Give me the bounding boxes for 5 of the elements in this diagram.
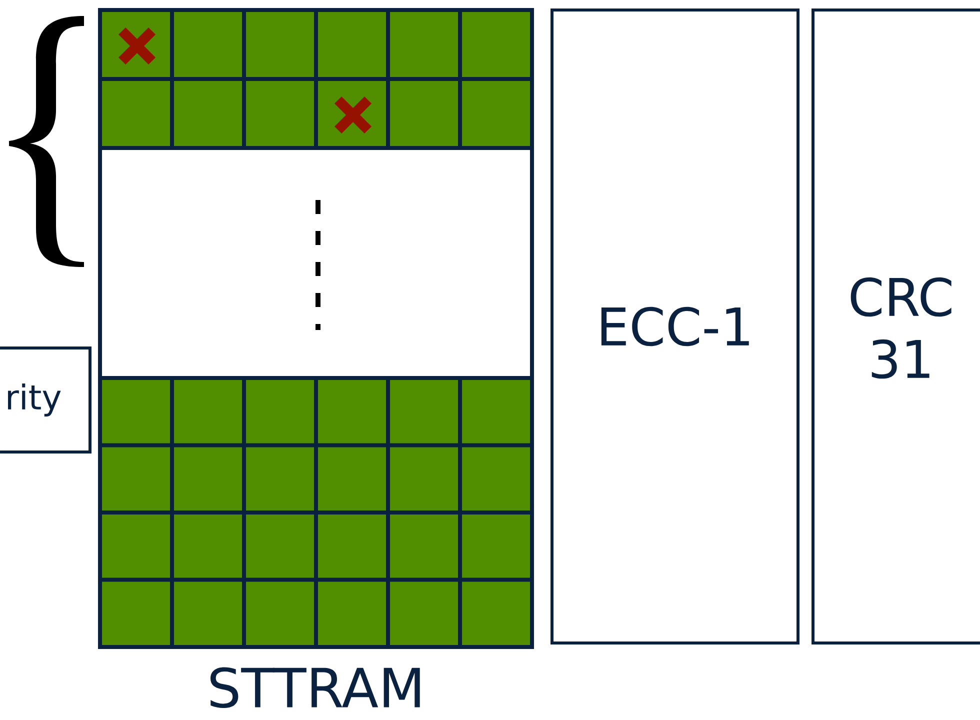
node-label: STTRAM <box>210 667 420 708</box>
code-box: ECC-1 <box>550 8 800 644</box>
code-box: CRC 31 <box>812 8 980 644</box>
memory-array: STTRAM <box>98 8 534 708</box>
label-box: rity <box>0 346 92 454</box>
